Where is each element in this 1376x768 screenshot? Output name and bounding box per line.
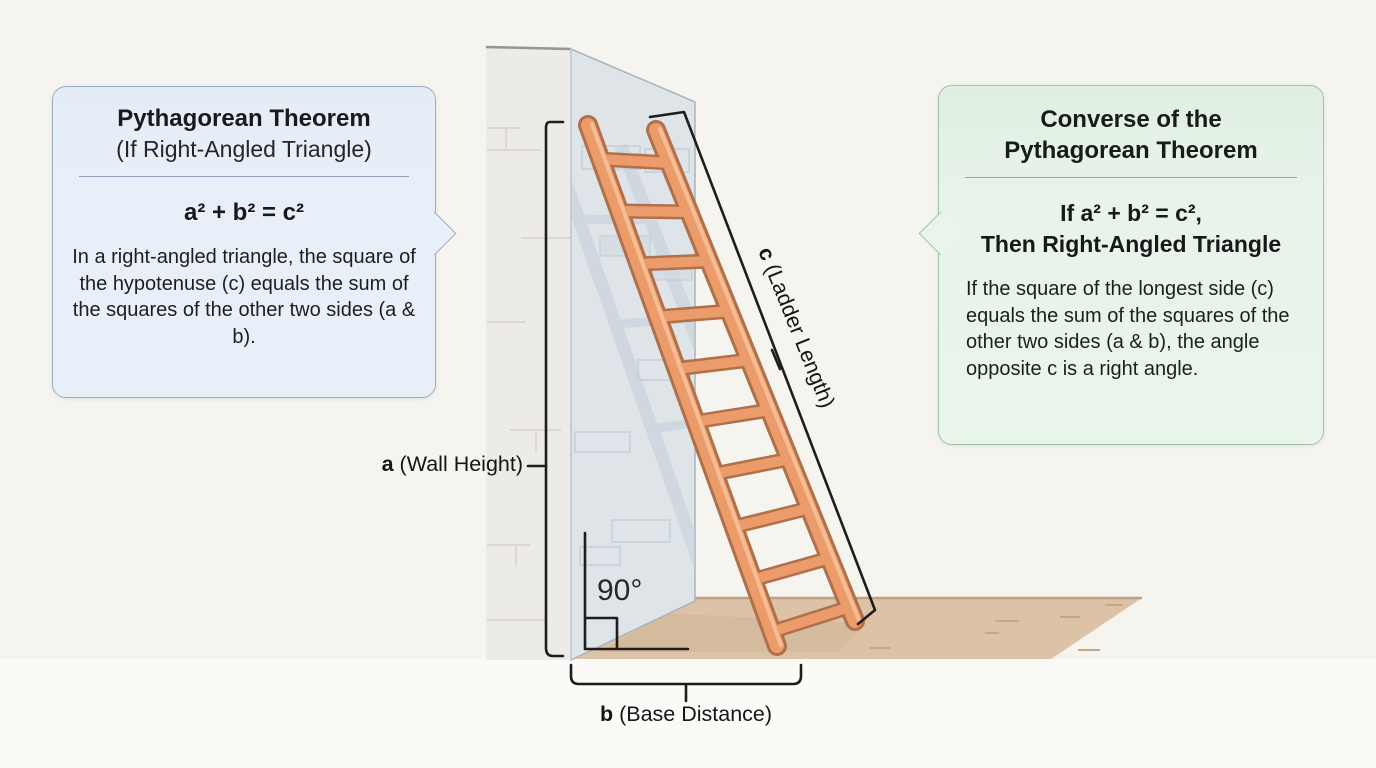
pythagorean-theorem-panel: Pythagorean Theorem (If Right-Angled Tri…	[52, 86, 436, 398]
right-angle-label: 90°	[597, 574, 643, 607]
wall-side-surface	[486, 47, 571, 660]
floor-texture	[870, 604, 1123, 651]
formula: a² + b² = c²	[183, 199, 305, 226]
dimension-lines	[526, 120, 803, 703]
formula-line2: Then Right-Angled Triangle	[980, 231, 1282, 257]
wall-height-text: (Wall Height)	[393, 452, 523, 476]
wall-height-bracket	[544, 120, 565, 658]
ladder-length-bracket	[648, 110, 877, 626]
panel-body: In a right-angled triangle, the square o…	[72, 246, 416, 348]
wall-side-face	[485, 45, 572, 660]
converse-theorem-panel: Converse of the Pythagorean Theorem If a…	[938, 85, 1324, 445]
panel-title-line1: Converse of the	[1040, 106, 1222, 133]
ladder	[578, 115, 865, 656]
ground-background	[0, 659, 1376, 768]
base-distance-text: (Base Distance)	[613, 702, 773, 726]
panel-subtitle: (If Right-Angled Triangle)	[116, 136, 372, 162]
panel-body: If the square of the longest side (c) eq…	[966, 278, 1290, 380]
wall-front-face	[570, 47, 696, 662]
right-angle-marker	[583, 531, 690, 651]
ladder-highlight	[590, 122, 861, 647]
panel-title: Pythagorean Theorem	[117, 105, 371, 132]
divider	[79, 176, 409, 177]
wall-height-symbol: a	[381, 452, 394, 476]
base-distance-bracket	[569, 663, 803, 703]
ladder-fill	[581, 118, 862, 653]
wall-height-label: a (Wall Height)	[382, 452, 523, 477]
divider	[965, 177, 1297, 178]
base-distance-label: b (Base Distance)	[536, 702, 836, 727]
wall-top-edge	[485, 45, 572, 51]
formula-line1: If a² + b² = c²,	[1060, 200, 1202, 226]
panel-title-line2: Pythagorean Theorem	[1004, 137, 1258, 164]
base-distance-symbol: b	[599, 702, 614, 726]
